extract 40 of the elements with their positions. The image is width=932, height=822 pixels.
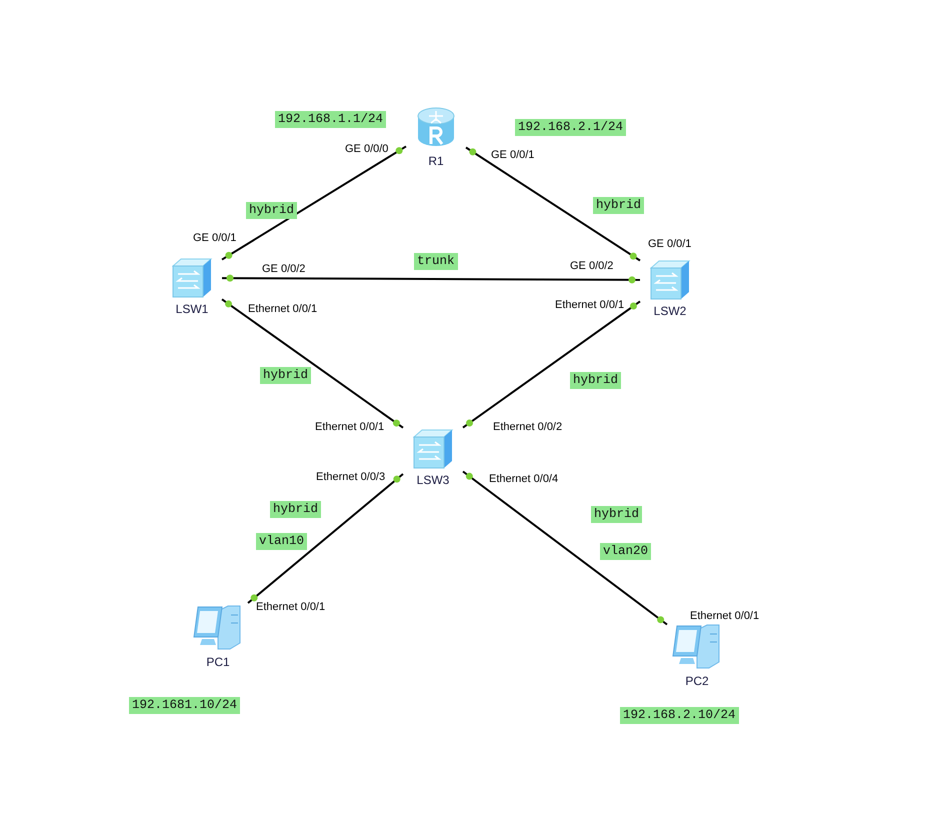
port-label: Ethernet 0/0/1 — [555, 299, 624, 312]
port-label: GE 0/0/0 — [345, 143, 388, 156]
port-label: Ethernet 0/0/1 — [690, 610, 760, 623]
port-label: GE 0/0/1 — [491, 149, 534, 162]
link-line — [465, 146, 641, 262]
link-line — [221, 146, 407, 260]
port-label: GE 0/0/1 — [648, 238, 692, 251]
edge-label: hybrid — [570, 372, 622, 389]
port-label: Ethernet 0/0/1 — [256, 601, 326, 614]
config-tag: vlan10 — [256, 533, 308, 550]
edge-label: hybrid — [260, 367, 312, 384]
link-line — [222, 277, 640, 281]
device-name: PC1 — [206, 655, 230, 669]
config-tag: 192.168.2.1/24 — [515, 119, 626, 136]
port-label: Ethernet 0/0/1 — [315, 421, 384, 434]
edge-label: hybrid — [246, 202, 298, 219]
link-line — [462, 300, 641, 428]
device-name: LSW1 — [176, 302, 208, 316]
port-label: GE 0/0/2 — [262, 263, 306, 276]
port-label: GE 0/0/2 — [570, 260, 614, 273]
device-name: PC2 — [685, 674, 709, 688]
port-label: Ethernet 0/0/2 — [493, 421, 562, 434]
edge-label: hybrid — [593, 197, 644, 214]
port-label: Ethernet 0/0/1 — [248, 303, 318, 316]
config-tag: 192.1681.10/24 — [129, 697, 240, 714]
config-tag: 192.168.2.10/24 — [620, 707, 739, 724]
device-name: LSW3 — [416, 473, 450, 487]
link-line — [462, 470, 668, 626]
edge-label: hybrid — [270, 501, 322, 518]
link-line — [247, 473, 404, 604]
device-name: LSW2 — [654, 304, 686, 318]
port-label: Ethernet 0/0/4 — [489, 473, 558, 486]
link-line — [221, 298, 404, 429]
edge-label: trunk — [414, 253, 458, 270]
config-tag: vlan20 — [600, 543, 652, 560]
port-label: Ethernet 0/0/3 — [316, 471, 386, 484]
port-label: GE 0/0/1 — [193, 232, 236, 245]
device-name: R1 — [428, 154, 444, 168]
config-tag: 192.168.1.1/24 — [275, 111, 386, 128]
edge-label: hybrid — [591, 506, 642, 523]
